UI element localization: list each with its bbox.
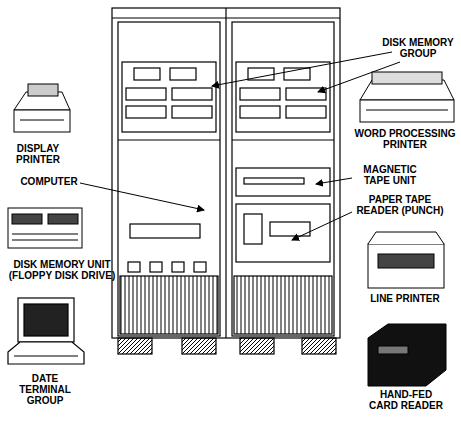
vent-grille <box>234 276 332 334</box>
switch <box>172 262 184 272</box>
terminal-drawing <box>8 298 84 364</box>
leader-line <box>212 52 392 86</box>
tape-unit <box>236 168 330 196</box>
drive-line <box>12 234 78 235</box>
cabinet-divider <box>225 8 226 338</box>
drive-slot <box>12 214 42 224</box>
leader-line <box>80 183 204 210</box>
part-label: LINE PRINTER <box>360 293 450 304</box>
part-label: DATE TERMINAL GROUP <box>10 373 80 406</box>
printer-lid <box>368 232 444 244</box>
printer-line <box>366 110 448 111</box>
display-printer-drawing <box>14 84 70 132</box>
cabinet-foot <box>118 338 152 354</box>
button-row <box>286 106 326 118</box>
word-processing-printer-drawing <box>360 72 454 122</box>
tape-slot <box>244 178 304 184</box>
card-reader-drawing <box>368 324 446 386</box>
button-row <box>126 106 166 118</box>
part-label: COMPUTER <box>14 176 84 187</box>
paper <box>28 84 58 96</box>
monitor-case <box>18 298 74 342</box>
display-window <box>134 68 160 80</box>
computer-cabinet <box>112 8 340 354</box>
reader-box <box>368 324 446 386</box>
part-label: DISK MEMORY GROUP <box>378 37 458 59</box>
drive-line <box>12 240 78 241</box>
cabinet-foot <box>240 338 274 354</box>
cabinet-body <box>112 8 340 338</box>
part-label: HAND-FED CARD READER <box>365 389 447 411</box>
card-slot <box>378 346 408 354</box>
part-label: MAGNETIC TAPE UNIT <box>355 164 425 186</box>
printer-line <box>20 120 64 121</box>
button-row <box>286 88 326 100</box>
leader-line <box>292 212 352 240</box>
vent-grille <box>120 276 218 334</box>
section-line <box>118 139 220 140</box>
button-row <box>240 88 280 100</box>
button-row <box>240 106 280 118</box>
leader-line <box>316 178 352 184</box>
switch <box>194 262 206 272</box>
part-label: WORD PROCESSING PRINTER <box>350 128 460 150</box>
paper <box>372 72 442 84</box>
reader-part <box>244 214 262 244</box>
printer-base <box>14 110 70 132</box>
bay-frame <box>118 22 220 336</box>
printer-cabinet <box>368 244 444 288</box>
paper-tape-reader <box>236 204 330 262</box>
floppy-drive-drawing <box>8 208 82 248</box>
part-label: PAPER TAPE READER (PUNCH) <box>350 194 450 216</box>
key-row <box>14 355 78 356</box>
printer-window <box>378 254 434 268</box>
monitor-screen <box>24 304 68 336</box>
switch <box>128 262 140 272</box>
leader-lines <box>80 52 400 240</box>
bay-frame <box>232 22 334 336</box>
part-label: DISPLAY PRINTER <box>0 143 76 165</box>
cabinet-foot <box>182 338 216 354</box>
button-row <box>126 88 166 100</box>
drive-slot <box>48 214 78 224</box>
control-panel <box>122 62 216 132</box>
line-printer-drawing <box>368 232 444 288</box>
keyboard <box>8 342 84 364</box>
cabinet-foot <box>302 338 336 354</box>
drive-slot <box>130 224 200 238</box>
section-line <box>232 139 334 140</box>
part-label: DISK MEMORY UNIT (FLOPPY DISK DRIVE) <box>0 259 124 281</box>
cabinet-top-line <box>112 17 340 18</box>
printer-base <box>360 100 454 122</box>
button-row <box>172 88 212 100</box>
switch <box>150 262 162 272</box>
display-window <box>170 68 196 80</box>
drive-case <box>8 208 82 248</box>
button-row <box>172 106 212 118</box>
